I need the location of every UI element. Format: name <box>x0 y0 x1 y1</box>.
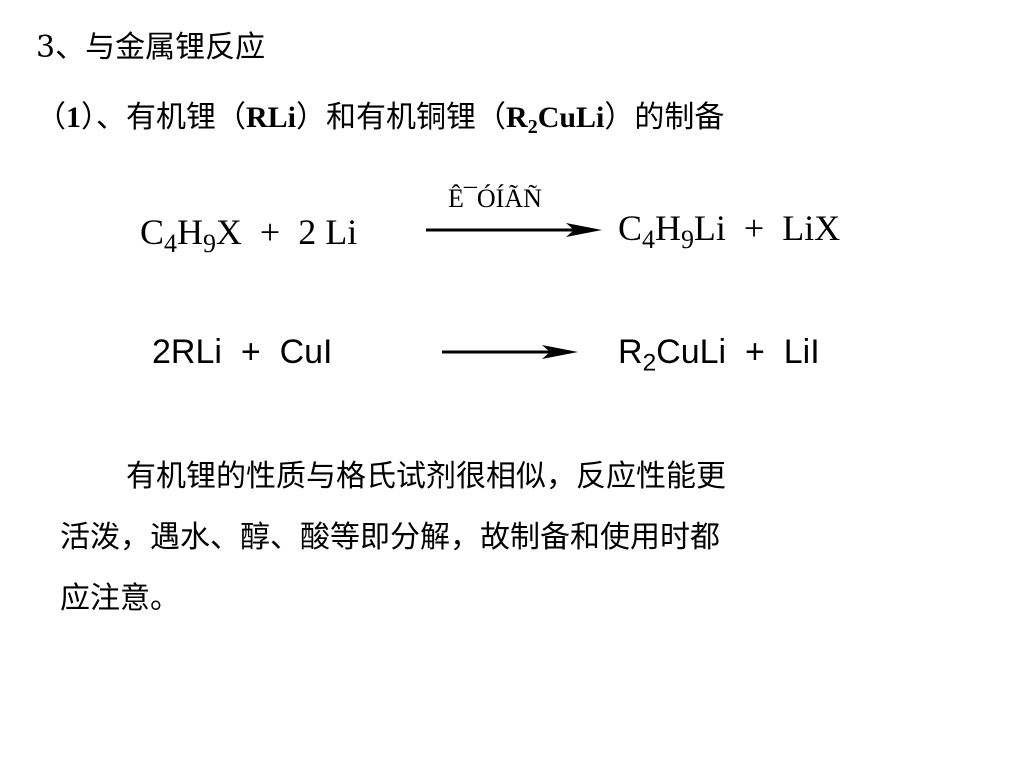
equation1-reactants: C4H9X + 2 Li <box>140 212 358 256</box>
eq1-right-c-sub: 4 <box>642 224 655 254</box>
equation1-arrow-icon <box>426 223 602 237</box>
eq1-right-h: H <box>654 208 681 248</box>
eq1-right-rest: Li + LiX <box>693 208 841 248</box>
sub-heading-subscript: 2 <box>527 116 538 138</box>
eq1-left-h-sub: 9 <box>202 228 216 258</box>
sub-heading-suffix: ）的制备 <box>604 100 725 135</box>
sub-heading-r: R <box>506 101 528 134</box>
eq1-right-c: C <box>618 208 643 248</box>
eq1-left-c-sub: 4 <box>164 228 177 258</box>
equation2-arrow-icon <box>442 345 578 359</box>
paragraph-line-2-text: 活泼，遇水、醇、酸等即分解，故制备和使用时都 <box>60 520 720 555</box>
eq1-left-h: H <box>176 212 203 252</box>
eq2-right-rest: CuLi + LiI <box>656 333 820 371</box>
description-paragraph: 有机锂的性质与格氏试剂很相似，反应性能更 活泼，遇水、醇、酸等即分解，故制备和使… <box>60 446 960 629</box>
sub-heading-middle1: ）、有机锂（ <box>81 100 246 135</box>
paragraph-line-3: 应注意。 <box>60 568 960 629</box>
equation2-reactants: 2RLi + CuI <box>152 333 333 371</box>
equation1-condition: Ê¯ÓÍÃÑ <box>448 184 542 213</box>
equation2-products: R2CuLi + LiI <box>618 332 820 375</box>
sub-heading-middle2: ）和有机铜锂（ <box>296 100 507 135</box>
eq1-left-c: C <box>140 212 165 252</box>
eq1-left-rest: X + 2 Li <box>215 212 358 252</box>
sub-heading: （1）、有机锂（RLi）和有机铜锂（R2CuLi）的制备 <box>36 98 724 138</box>
eq2-right-r: R <box>618 333 643 371</box>
sub-heading-prefix: （ <box>36 100 66 135</box>
paragraph-line-1-text: 有机锂的性质与格氏试剂很相似，反应性能更 <box>126 459 726 494</box>
sub-heading-culi: CuLi <box>537 101 605 134</box>
equation1-products: C4H9Li + LiX <box>618 208 841 252</box>
section-heading: 3、与金属锂反应 <box>36 30 266 65</box>
paragraph-line-2: 活泼，遇水、醇、酸等即分解，故制备和使用时都 <box>60 507 960 568</box>
paragraph-line-1: 有机锂的性质与格氏试剂很相似，反应性能更 <box>60 446 960 507</box>
eq2-right-r-sub: 2 <box>642 349 657 377</box>
eq1-right-h-sub: 9 <box>680 224 694 254</box>
sub-heading-number: 1 <box>66 101 81 134</box>
paragraph-line-3-text: 应注意。 <box>60 581 180 616</box>
sub-heading-rli: RLi <box>246 101 297 134</box>
